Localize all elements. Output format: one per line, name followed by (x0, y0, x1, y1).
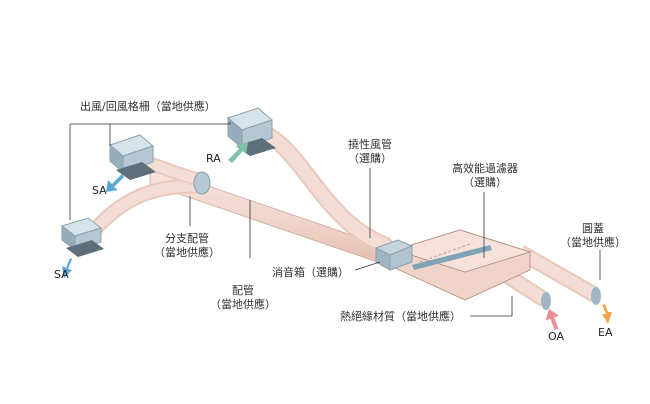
flexible-duct-label-line2: （選購） (348, 152, 392, 165)
duct-label: 配管 （當地供應） (208, 284, 278, 312)
round-hood-label: 圓蓋 （當地供應） (558, 222, 628, 250)
grille-middle (108, 134, 156, 180)
branch-pipe-label-line1: 分支配管 (165, 232, 209, 245)
filter-label: 高效能過濾器 （選購） (450, 162, 520, 190)
flexible-duct-label-line1: 撓性風管 (348, 138, 392, 151)
outdoor-ducts (490, 245, 601, 310)
ra-code: RA (206, 152, 221, 165)
grille-upper-right (227, 107, 276, 156)
arrow-sa-lower-icon (62, 258, 72, 278)
insulation-label: 熱絕緣材質（當地供應） (340, 310, 461, 323)
arrow-ra-icon (228, 142, 248, 163)
flexible-duct-label: 撓性風管 （選購） (338, 138, 402, 166)
arrow-sa-upper-icon (106, 174, 124, 192)
grille-label: 出風/回風格柵（當地供應） (80, 100, 216, 113)
filter-label-line2: （選購） (463, 176, 507, 189)
sa-upper-code: SA (92, 184, 107, 197)
branch-pipe-label-line2: （當地供應） (154, 246, 220, 259)
grille-lower-left (60, 217, 104, 257)
heat-exchanger-unit (393, 229, 532, 301)
duct-label-line1: 配管 (232, 284, 254, 297)
round-hood-label-line2: （當地供應） (560, 236, 626, 249)
branch-fitting (193, 171, 211, 195)
arrow-oa-icon (545, 308, 559, 331)
ea-code: EA (598, 326, 613, 339)
branch-pipe-label: 分支配管 （當地供應） (152, 232, 222, 260)
oa-code: OA (548, 330, 564, 343)
round-hood-label-line1: 圓蓋 (582, 222, 604, 235)
high-efficiency-filter (412, 245, 492, 270)
sa-lower-code: SA (54, 268, 69, 281)
leader-lines (69, 122, 601, 317)
arrow-ea-icon (602, 304, 612, 324)
filter-label-line1: 高效能過濾器 (452, 162, 518, 175)
duct-label-line2: （當地供應） (210, 298, 276, 311)
muffler-box (374, 239, 414, 271)
muffler-label: 消音箱（選購） (272, 266, 349, 279)
